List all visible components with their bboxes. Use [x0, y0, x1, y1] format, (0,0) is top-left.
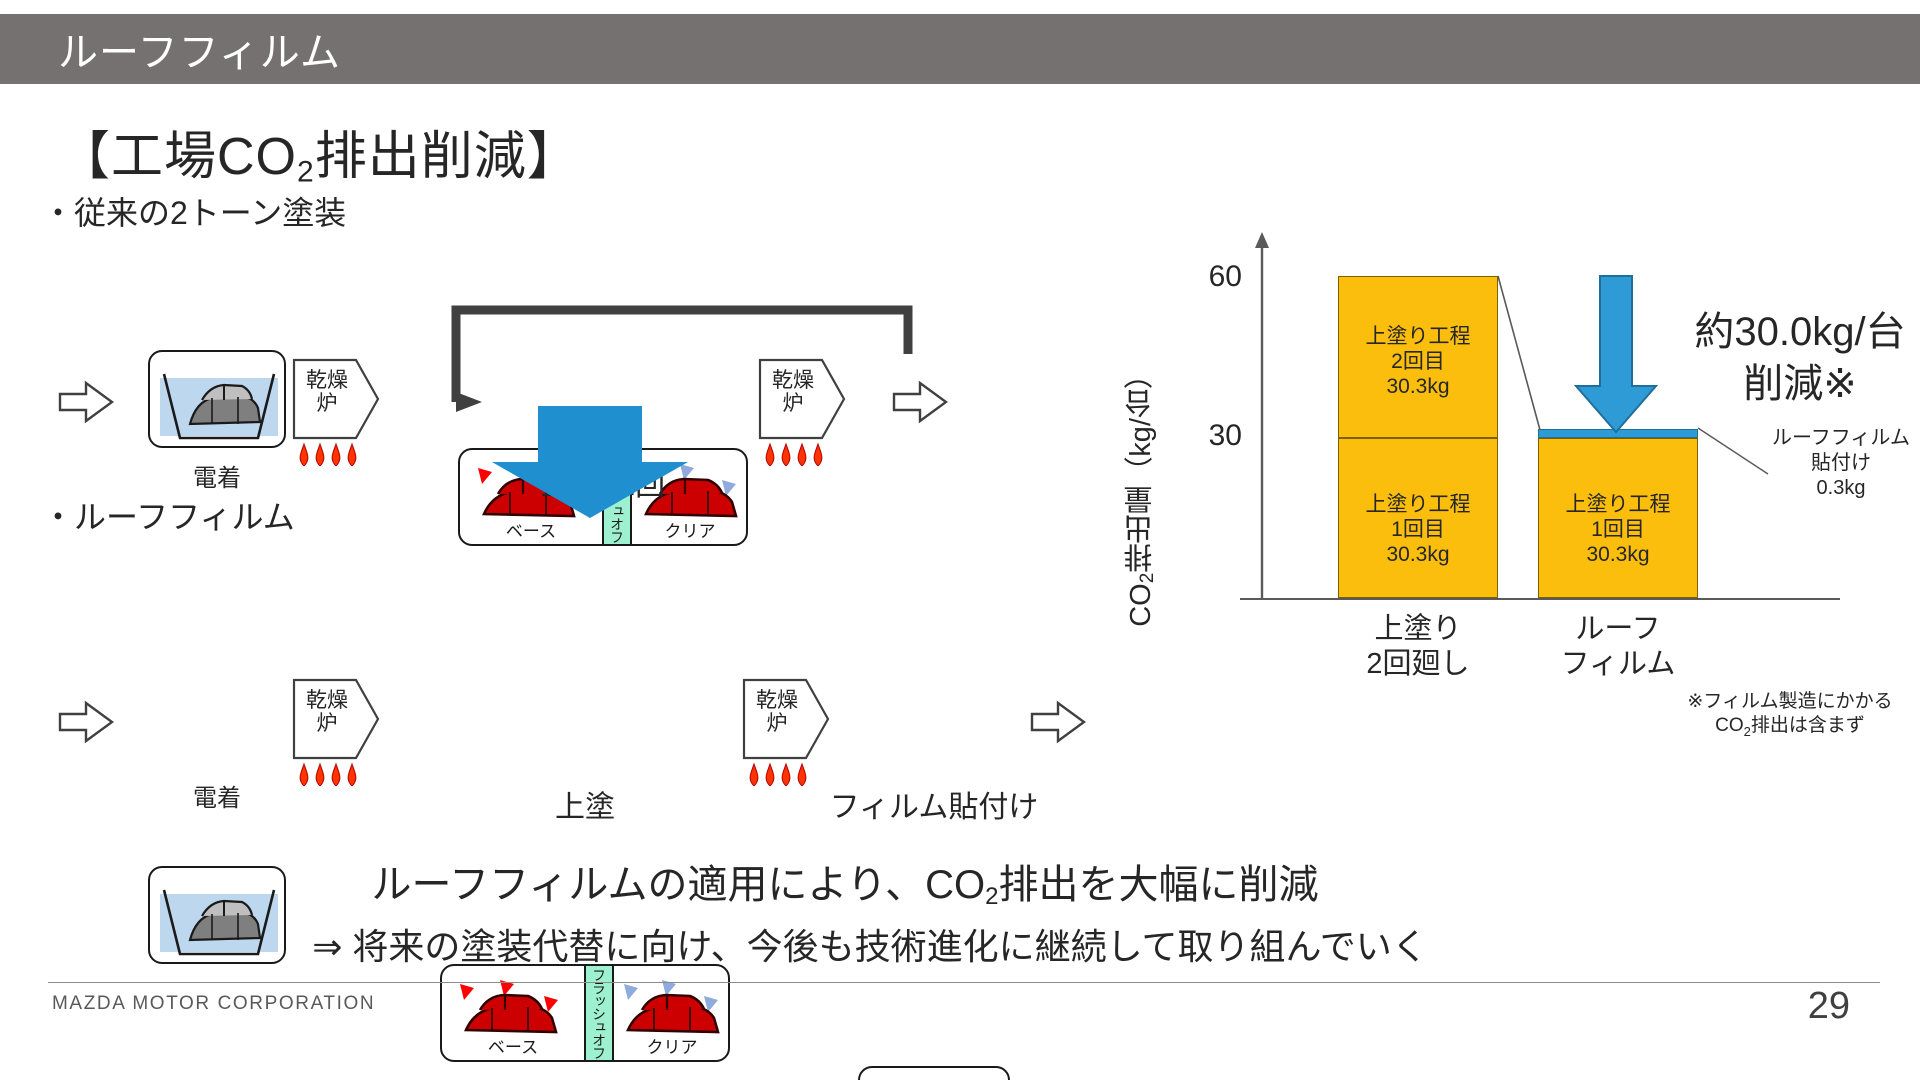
- ed-coat-box-row2: [148, 866, 286, 964]
- ed-coat-label-row2: 電着: [193, 785, 241, 812]
- y-axis-label-post: 排出量（kg/台）: [1125, 360, 1157, 573]
- flame-icons-row1: [299, 442, 357, 466]
- chart-footnote-line2-sub: 2: [1743, 723, 1751, 739]
- reduction-annotation-line2: 削減※: [1743, 362, 1857, 406]
- flame-icons-row2: [299, 762, 357, 786]
- bar-1-bottom-label2: 1回目: [1391, 517, 1445, 541]
- flashoff-strip-row2: フラッシュオフ: [584, 966, 614, 1060]
- conclusion-line-2: ⇒ 将来の塗装代替に向け、今後も技術進化に継続して取り組んでいく: [312, 926, 1428, 967]
- bar-1-top-label2: 2回目: [1391, 349, 1445, 373]
- chart-footnote-line1: ※フィルム製造にかかる: [1687, 691, 1893, 712]
- x-category-1: 上塗り 2回廻し: [1318, 612, 1518, 682]
- x-category-1-line1: 上塗り: [1374, 613, 1462, 645]
- base-label-row1: ベース: [505, 522, 557, 541]
- clear-label-row1: クリア: [664, 522, 716, 541]
- x-category-2-line1: ルーフ: [1575, 613, 1661, 645]
- chart-x-axis: [1240, 598, 1840, 600]
- x-category-1-line2: 2回廻し: [1366, 647, 1470, 680]
- bar-1-segment-bottom: 上塗り工程 1回目 30.3kg: [1338, 438, 1498, 598]
- footer-divider: [48, 982, 1880, 983]
- bar-1-top-label3: 30.3kg: [1386, 374, 1450, 398]
- reduction-down-arrow-icon: [1573, 275, 1659, 434]
- header-bar: ルーフフィルム: [0, 14, 1920, 84]
- chart-footnote-line2-post: 排出は含まず: [1750, 714, 1865, 736]
- header-title: ルーフフィルム: [58, 31, 341, 75]
- inbound-arrow-icon-row1: [58, 380, 114, 424]
- inbound-arrow-icon-row2: [58, 700, 114, 744]
- y-tick-60: 60: [1208, 260, 1242, 293]
- film-application-box: [858, 1066, 1010, 1080]
- chart-footnote: ※フィルム製造にかかる CO2排出は含まず: [1640, 690, 1920, 740]
- film-callout-line3: 0.3kg: [1816, 477, 1866, 499]
- y-axis-label-pre: CO: [1125, 583, 1157, 627]
- recycle-loop-arrow: [451, 305, 913, 412]
- oven2-label-line2-row2: 炉: [766, 711, 788, 735]
- bar-1-segment-top: 上塗り工程 2回目 30.3kg: [1338, 276, 1498, 438]
- y-axis-label-sub: 2: [1136, 572, 1158, 584]
- flashoff-label-row2: フラッシュオフ: [591, 967, 607, 1059]
- y-tick-30: 30: [1208, 419, 1242, 452]
- bar-1-bottom-label3: 30.3kg: [1386, 542, 1450, 566]
- page-title: 【工場CO2排出削減】: [58, 114, 580, 190]
- oven2-label-line1-row1: 乾燥: [772, 369, 814, 392]
- footer-company-name: MAZDA MOTOR CORPORATION: [52, 993, 376, 1014]
- co2-bar-chart: CO2排出量（kg/台） 60 30 上塗り工程 2回目 30.3kg 上塗り工…: [1125, 230, 1920, 930]
- conclusion-line-1-sub: 2: [985, 883, 999, 910]
- reduction-annotation-line1: 約30.0kg/台: [1694, 310, 1906, 354]
- oven2-label-line1-row2: 乾燥: [756, 689, 798, 712]
- flame-icons-2-row1: [765, 442, 823, 466]
- oven-label-line1-row1: 乾燥: [306, 369, 348, 392]
- film-callout-line1: ルーフフィルム: [1772, 427, 1910, 449]
- page-title-subscript: 2: [297, 155, 315, 189]
- conclusion-line-1: ルーフフィルムの適用により、CO2排出を大幅に削減: [0, 852, 1690, 911]
- section-heading-conventional: ・従来の2トーン塗装: [42, 195, 347, 231]
- section-heading-rooffilm: ・ルーフフィルム: [42, 499, 295, 535]
- film-callout-leader-line: [1697, 427, 1769, 475]
- chart-footnote-line2-pre: CO: [1715, 714, 1744, 736]
- ed-coat-label-row1: 電着: [193, 465, 241, 492]
- x-category-2: ルーフ フィルム: [1518, 612, 1718, 682]
- film-callout: ルーフフィルム 貼付け 0.3kg: [1736, 426, 1920, 501]
- reduction-connector-line: [1497, 275, 1541, 431]
- chart-footnote-line2: CO2排出は含まず: [1640, 714, 1920, 740]
- topcoat-box-row2: ベース フラッシュオフ クリア: [440, 964, 730, 1062]
- page-title-pre: 【工場CO: [58, 128, 298, 186]
- oven-label-line1-row2: 乾燥: [306, 689, 348, 712]
- chart-y-axis-label: CO2排出量（kg/台）: [1120, 360, 1162, 627]
- bar-2-bottom-label2: 1回目: [1591, 517, 1645, 541]
- ed-coat-box-row1: [148, 350, 286, 448]
- page-title-post: 排出削減】: [314, 128, 580, 186]
- clear-label-row2: クリア: [646, 1038, 698, 1057]
- page-number: 29: [1807, 985, 1850, 1027]
- film-application-label: フィルム貼付け: [829, 791, 1039, 824]
- oven-label-line2-row1: 炉: [316, 391, 338, 415]
- conclusion-line-1-post: 排出を大幅に削減: [998, 863, 1319, 907]
- chart-y-axis: [1255, 232, 1269, 600]
- film-callout-line2: 貼付け: [1811, 452, 1871, 474]
- bar-2-bottom-label1: 上塗り工程: [1565, 493, 1671, 516]
- outbound-arrow-icon-row1: [892, 380, 948, 424]
- transition-down-arrow-icon: [492, 406, 688, 518]
- x-category-2-line2: フィルム: [1560, 647, 1676, 680]
- bar-2-bottom-label3: 30.3kg: [1586, 542, 1650, 566]
- reduction-annotation: 約30.0kg/台 削減※: [1660, 306, 1920, 410]
- topcoat-label-row2: 上塗: [555, 791, 615, 824]
- bar-1-bottom-label1: 上塗り工程: [1365, 493, 1471, 516]
- oven-label-line2-row2: 炉: [316, 711, 338, 735]
- oven2-label-line2-row1: 炉: [782, 391, 804, 415]
- conclusion-line-1-pre: ルーフフィルムの適用により、CO: [371, 863, 986, 907]
- bar-2-segment-bottom: 上塗り工程 1回目 30.3kg: [1538, 438, 1698, 598]
- outbound-arrow-icon-row2: [1030, 700, 1086, 744]
- base-label-row2: ベース: [487, 1038, 539, 1057]
- bar-1-top-label1: 上塗り工程: [1365, 325, 1471, 348]
- flame-icons-2-row2: [749, 762, 807, 786]
